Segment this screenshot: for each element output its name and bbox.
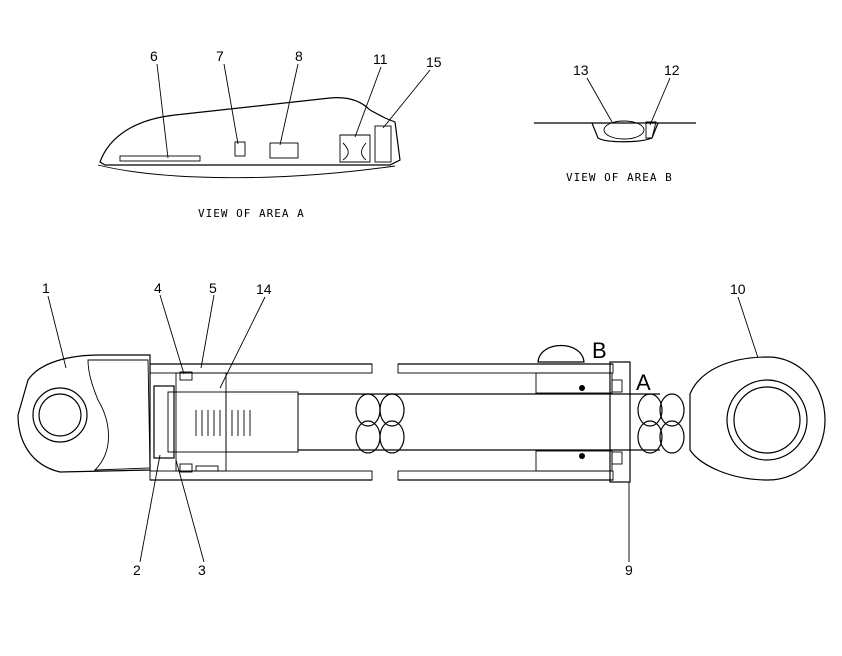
callout-12: 12 [664,62,680,78]
callout-11: 11 [373,51,388,67]
area-mark-b: B [592,338,607,363]
barrel-left [149,363,373,481]
view-area-b [534,77,696,143]
callout-3: 3 [198,562,206,578]
callout-1: 1 [42,280,50,296]
callout-5: 5 [209,280,217,296]
leaders-main [47,294,759,563]
callout-4: 4 [154,280,162,296]
rod [298,393,685,454]
callout-7: 7 [216,48,224,64]
barrel-right [397,344,631,483]
area-mark-a: A [636,370,651,395]
caption-area-b: VIEW OF AREA B [566,171,673,184]
left-eye-head [17,354,151,473]
view-area-a [97,97,401,179]
callout-2: 2 [133,562,141,578]
callout-8: 8 [295,48,303,64]
callout-10: 10 [730,281,746,297]
callout-9: 9 [625,562,633,578]
callout-13: 13 [573,62,589,78]
callout-14: 14 [256,281,272,297]
callout-15: 15 [426,54,442,70]
caption-area-a: VIEW OF AREA A [198,207,305,220]
callout-6: 6 [150,48,158,64]
right-eye-rod-end [689,356,826,481]
leaders-area-a [156,63,431,159]
